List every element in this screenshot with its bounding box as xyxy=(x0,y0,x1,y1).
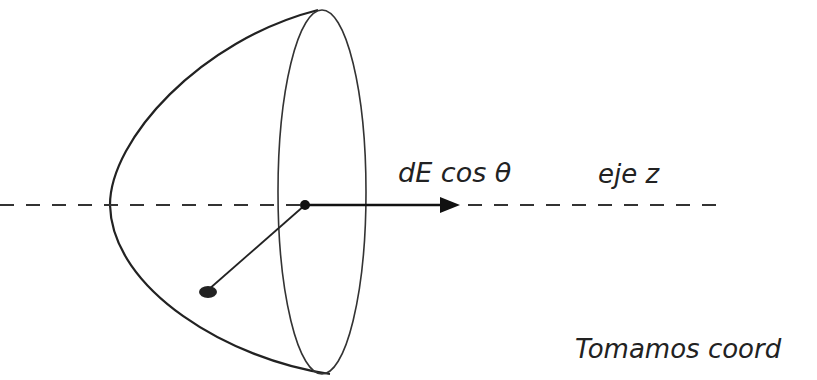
radius-line xyxy=(208,205,305,290)
arrow-head xyxy=(440,197,460,213)
surface-element-dot xyxy=(199,286,217,298)
axis-label: eje z xyxy=(598,160,659,189)
rim-ellipse xyxy=(278,10,366,374)
center-dot xyxy=(300,200,310,210)
field-arrow xyxy=(305,204,455,207)
field-component-label: dE cos θ xyxy=(398,158,511,188)
note-text: Tomamos coord xyxy=(575,335,781,364)
hemisphere-outline xyxy=(110,10,330,374)
z-axis xyxy=(0,204,720,206)
